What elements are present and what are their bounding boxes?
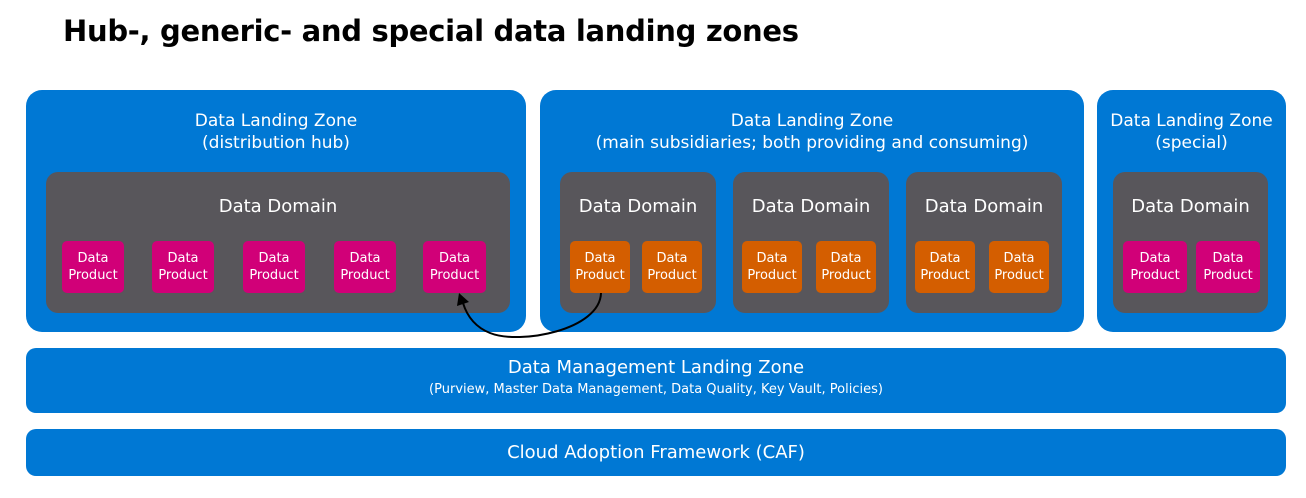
product-label-line2: Product [920, 268, 970, 283]
data-product: Data Product [334, 241, 396, 293]
data-product-arrow-target: Data Product [423, 241, 486, 293]
data-domain-label: Data Domain [218, 196, 338, 217]
data-product: Data Product [1123, 241, 1187, 293]
data-product: Data Product [816, 241, 876, 293]
data-product: Data Product [742, 241, 802, 293]
product-label-line2: Product [994, 268, 1044, 283]
data-product: Data Product [62, 241, 124, 293]
zone-subtitle: (main subsidiaries; both providing and c… [595, 133, 1029, 153]
product-label-line1: Data [656, 251, 688, 266]
product-label-line1: Data [830, 251, 862, 266]
data-domain-label: Data Domain [578, 196, 698, 217]
product-label-line2: Product [647, 268, 697, 283]
product-label-line1: Data [756, 251, 788, 266]
product-label-line2: Product [340, 268, 390, 283]
data-product: Data Product [1196, 241, 1260, 293]
data-product: Data Product [915, 241, 975, 293]
product-label-line2: Product [1130, 268, 1180, 283]
product-label-line1: Data [438, 251, 471, 266]
product-label-line2: Product [1203, 268, 1253, 283]
product-label-line2: Product [747, 268, 797, 283]
zone-title-main: Data Landing Zone [730, 111, 894, 131]
data-domain-label: Data Domain [924, 196, 1044, 217]
data-domain: Data Domain Data Product Data Product [906, 172, 1062, 313]
landing-zone-main-subsidiaries: Data Landing Zone (main subsidiaries; bo… [540, 90, 1084, 332]
data-product-arrow-source: Data Product [570, 241, 630, 293]
product-label-line2: Product [429, 268, 480, 283]
product-label-line1: Data [1212, 251, 1244, 266]
zone-subtitle: (special) [1155, 133, 1228, 153]
product-label-line1: Data [77, 251, 109, 266]
data-domain: Data Domain Data Product Data Product [733, 172, 889, 313]
page-title: Hub-, generic- and special data landing … [63, 14, 799, 48]
zone-title-main: Data Landing Zone [1110, 111, 1273, 131]
product-label-line1: Data [584, 251, 616, 266]
zone-title: Data Landing Zone (distribution hub) [26, 110, 526, 154]
product-label-line1: Data [1139, 251, 1171, 266]
data-domain: Data Domain Data Product Data Product Da… [46, 172, 510, 313]
data-domain: Data Domain Data Product Data Product [560, 172, 716, 313]
data-product: Data Product [243, 241, 305, 293]
product-label-line2: Product [821, 268, 871, 283]
product-label-line2: Product [68, 268, 118, 283]
management-zone-title: Data Management Landing Zone [507, 357, 805, 378]
product-label-line2: Product [158, 268, 208, 283]
product-label-line2: Product [575, 268, 625, 283]
data-domain-label: Data Domain [1131, 196, 1250, 217]
data-product: Data Product [989, 241, 1049, 293]
product-label-line1: Data [258, 251, 290, 266]
zone-title-main: Data Landing Zone [194, 111, 358, 131]
data-domain: Data Domain Data Product Data Product [1113, 172, 1268, 313]
zone-subtitle: (distribution hub) [202, 133, 350, 153]
data-product: Data Product [642, 241, 702, 293]
zone-title: Data Landing Zone (special) [1097, 110, 1286, 154]
data-product: Data Product [152, 241, 214, 293]
product-label-line1: Data [349, 251, 381, 266]
caf-title: Cloud Adoption Framework (CAF) [507, 442, 805, 463]
zone-title: Data Landing Zone (main subsidiaries; bo… [540, 110, 1084, 154]
product-label-line1: Data [929, 251, 961, 266]
data-domain-label: Data Domain [751, 196, 871, 217]
management-zone-subtitle: (Purview, Master Data Management, Data Q… [429, 382, 883, 397]
landing-zone-distribution-hub: Data Landing Zone (distribution hub) Dat… [26, 90, 526, 332]
product-label-line1: Data [1003, 251, 1035, 266]
data-management-landing-zone: Data Management Landing Zone (Purview, M… [26, 348, 1286, 413]
product-label-line2: Product [249, 268, 299, 283]
landing-zone-special: Data Landing Zone (special) Data Domain … [1097, 90, 1286, 332]
product-label-line1: Data [167, 251, 199, 266]
cloud-adoption-framework: Cloud Adoption Framework (CAF) [26, 429, 1286, 476]
